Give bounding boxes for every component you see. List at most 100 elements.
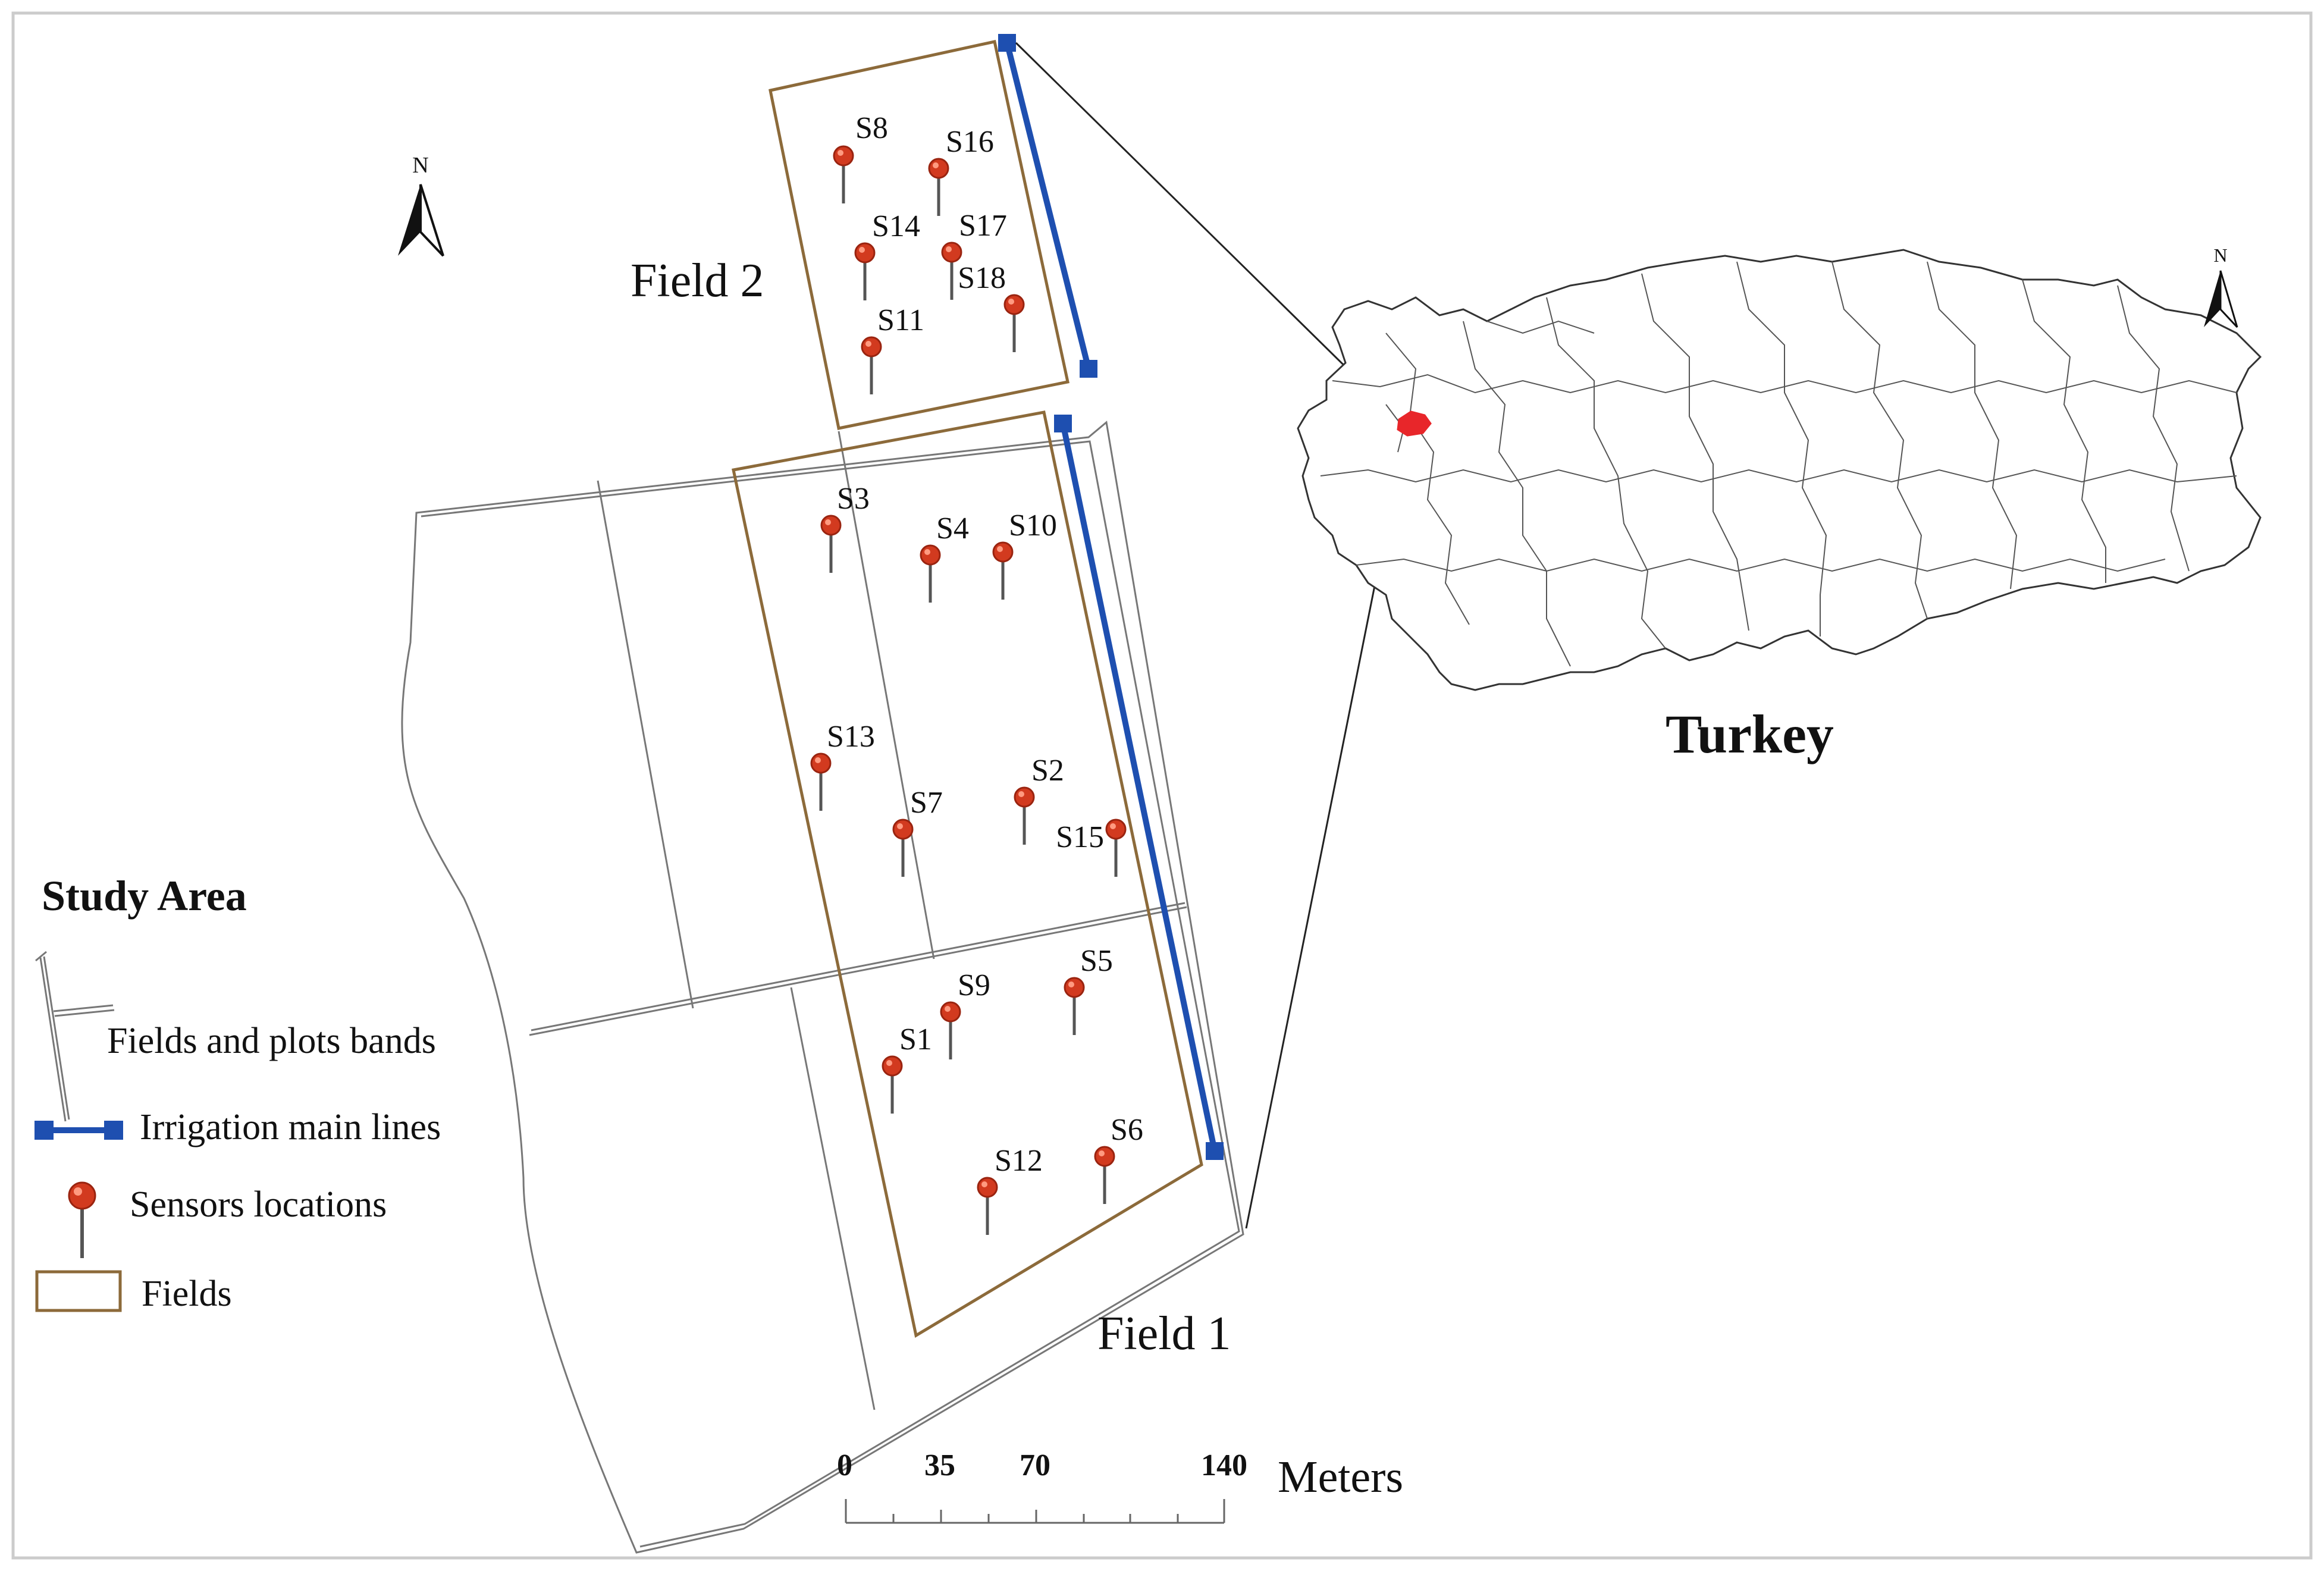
pin-highlight — [859, 247, 865, 253]
pin-highlight — [815, 757, 821, 763]
map-pin-icon — [1014, 786, 1035, 808]
field-2-label: Field 2 — [631, 255, 764, 307]
scale-tick-70: 70 — [1020, 1448, 1050, 1482]
pin-highlight — [825, 519, 831, 525]
scale-bar: 0 35 70 140 Meters — [837, 1448, 1403, 1524]
pin-highlight — [1068, 982, 1074, 987]
pin-highlight — [933, 162, 939, 168]
plot-band-divider — [531, 902, 1185, 1031]
scale-unit: Meters — [1278, 1452, 1403, 1502]
study-location-marker — [1397, 410, 1432, 437]
sensor-s10: S10 — [992, 509, 1057, 600]
map-pin-icon — [1094, 1146, 1115, 1167]
sensor-s14: S14 — [854, 209, 920, 300]
sensor-label: S1 — [899, 1023, 932, 1056]
sensor-label: S13 — [827, 720, 875, 754]
map-pin-icon — [892, 819, 914, 840]
sensor-s13: S13 — [810, 720, 875, 811]
sensor-s17: S17 — [941, 209, 1007, 300]
sensor-label: S5 — [1080, 944, 1113, 978]
plot-band-outline-inner — [421, 440, 1240, 1548]
sensor-label: S17 — [959, 209, 1007, 243]
sensor-s7: S7 — [892, 786, 943, 877]
scale-tick-35: 35 — [924, 1448, 955, 1482]
pin-highlight — [1018, 791, 1024, 797]
plot-band-divider — [529, 906, 1187, 1036]
map-pin-icon — [1064, 977, 1085, 998]
map-pin-icon — [861, 336, 882, 358]
pin-highlight — [897, 823, 903, 829]
pin-highlight — [1099, 1150, 1105, 1156]
plot-band-outline — [401, 421, 1244, 1554]
legend-label-irrigation: Irrigation main lines — [140, 1107, 441, 1147]
sensor-s4: S4 — [920, 512, 969, 603]
pin-highlight — [981, 1181, 987, 1187]
map-pin-icon — [992, 541, 1014, 563]
field-1-label: Field 1 — [1097, 1307, 1231, 1360]
pin-highlight — [945, 1006, 951, 1012]
map-pin-icon — [882, 1055, 903, 1077]
sensor-s18: S18 — [958, 261, 1025, 352]
sensor-label: S9 — [958, 968, 990, 1002]
inset-connectors — [1015, 42, 1406, 1229]
sensor-label: S3 — [837, 482, 870, 516]
legend-title: Study Area — [42, 872, 247, 920]
sensor-s1: S1 — [882, 1023, 932, 1114]
inset-country-label: Turkey — [1666, 704, 1834, 764]
sensor-s9: S9 — [940, 968, 990, 1059]
map-pin-icon — [1105, 819, 1127, 840]
pin-highlight — [865, 341, 871, 347]
legend-label-sensors: Sensors locations — [130, 1184, 387, 1225]
map-pin-icon — [977, 1177, 998, 1198]
sensor-label: S18 — [958, 261, 1006, 295]
map-frame — [11, 11, 2313, 1560]
pin-highlight — [1008, 299, 1014, 305]
pin-highlight — [838, 150, 843, 156]
field-box-icon — [35, 1270, 122, 1312]
turkey-inset-map: N Turkey — [1297, 244, 2262, 764]
sensor-label: S2 — [1031, 754, 1064, 788]
sensor-label: S12 — [995, 1144, 1043, 1178]
map-pin-icon — [941, 242, 962, 263]
plot-bands-icon — [35, 951, 115, 1122]
sensor-label: S16 — [946, 125, 994, 159]
svg-text:N: N — [2213, 244, 2227, 266]
sensor-label: S11 — [877, 303, 924, 337]
pin-highlight — [886, 1060, 892, 1066]
map-pin-icon — [928, 158, 949, 179]
map-pin-icon — [854, 242, 876, 264]
field-2-outline — [769, 40, 1070, 430]
legend-label-fields: Fields — [142, 1274, 232, 1314]
map-pin-icon — [68, 1181, 96, 1258]
sensor-label: S4 — [936, 512, 969, 545]
sensor-label: S8 — [855, 111, 888, 145]
plot-bands — [401, 421, 1244, 1554]
plot-band-divider — [838, 431, 935, 959]
map-pin-icon — [810, 752, 832, 774]
map-pin-icon — [940, 1001, 961, 1023]
turkey-outline — [1297, 249, 2262, 691]
plot-band-divider — [790, 987, 876, 1410]
province-boundaries — [1320, 261, 2237, 667]
scale-tick-140: 140 — [1201, 1448, 1247, 1482]
sensor-s16: S16 — [928, 125, 994, 216]
irrigation-main-lines — [998, 34, 1224, 1160]
map-pin-icon — [833, 145, 854, 167]
sensor-s8: S8 — [833, 111, 888, 203]
sensor-s12: S12 — [977, 1144, 1043, 1235]
legend-label-plot-bands: Fields and plots bands — [107, 1021, 436, 1061]
scale-tick-0: 0 — [837, 1448, 852, 1482]
pin-highlight — [924, 549, 930, 555]
map-pin-icon — [1003, 294, 1025, 315]
north-arrow-icon: N — [398, 153, 444, 257]
sensor-s6: S6 — [1094, 1113, 1143, 1204]
pin-highlight — [1110, 823, 1116, 829]
plot-band-divider — [597, 480, 694, 1009]
inset-north-arrow-icon: N — [2204, 244, 2238, 328]
sensor-s11: S11 — [861, 303, 924, 394]
pin-highlight — [946, 246, 952, 252]
map-pin-icon — [820, 515, 842, 536]
sensor-label: S15 — [1056, 820, 1104, 854]
sensor-s2: S2 — [1014, 754, 1064, 845]
